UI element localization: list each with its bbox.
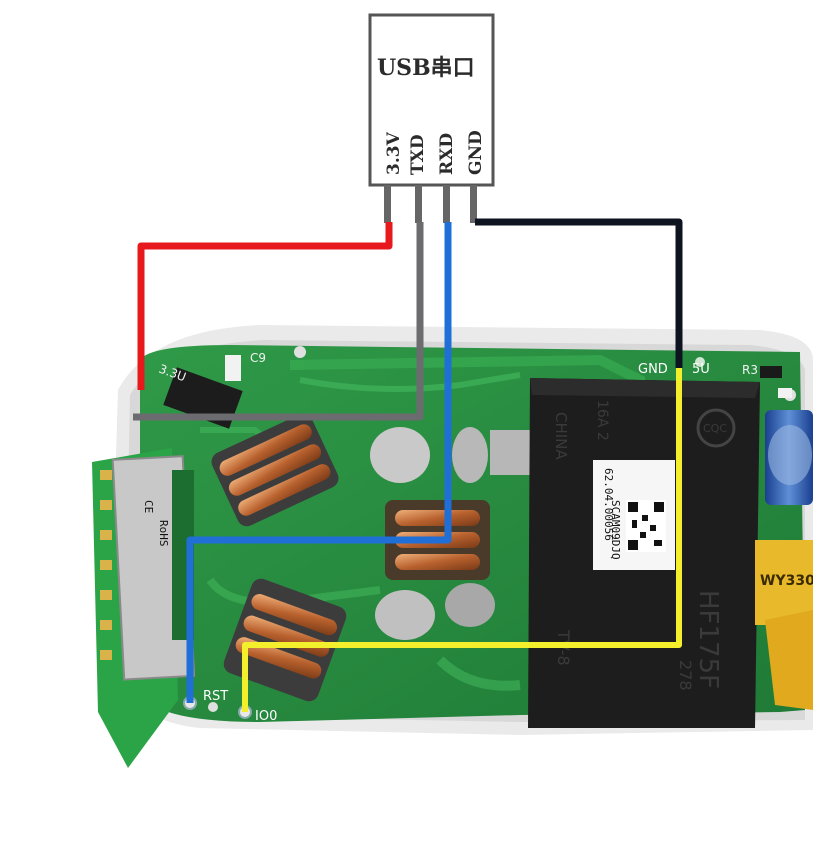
watermark-text: bbs.mus65.com	[626, 836, 785, 857]
relay-label-sticker: 62.04.00056 SCAM09DJQ	[593, 460, 675, 570]
c9-silk-label: C9	[250, 351, 266, 365]
usb-serial-module: USB串口 3.3V TXD RXD GND	[368, 13, 495, 223]
film-capacitor: WY330	[755, 540, 813, 710]
relay-label-bottom: SCAM09DJQ	[609, 500, 622, 560]
header-pin-txd	[415, 185, 422, 223]
module-castellated-pads	[100, 470, 112, 660]
relay-cqc-logo	[696, 408, 736, 448]
gnd-silk-label: GND	[638, 362, 668, 377]
wire-3v3	[137, 222, 393, 390]
wire-txd	[133, 222, 424, 421]
wire-gnd	[475, 218, 683, 368]
relay-brand: CQC	[703, 422, 727, 435]
relay-rating: 16A 2	[594, 400, 610, 441]
inductor-top	[211, 413, 339, 527]
pin-label-txd: TXD	[408, 134, 428, 175]
pin-label-3v3: 3.3V	[384, 131, 404, 175]
wire-rxd	[186, 222, 452, 703]
qr-code-icon	[626, 500, 666, 552]
film-capacitor-text: WY330	[760, 573, 813, 589]
r3-silk-label: R3	[742, 363, 758, 377]
relay-label-top: 62.04.00056	[602, 468, 615, 541]
module-ce-mark: CE	[142, 500, 155, 513]
relay-ul-number: 278	[676, 660, 695, 691]
usb-serial-title: USB串口	[377, 55, 475, 81]
pin-label-rxd: RXD	[437, 133, 457, 175]
module-rohs-mark: RoHS	[157, 520, 170, 547]
header-pin-3v3	[384, 185, 391, 223]
relay: CQC CHINA 16A 2 HF175F TV-8 278 62.04.00…	[528, 378, 760, 728]
header-pin-gnd	[470, 185, 477, 223]
electrolytic-capacitor	[765, 410, 813, 505]
relay-origin: CHINA	[552, 412, 570, 460]
rst-silk-label: RST	[203, 689, 228, 704]
io0-silk-label: IO0	[255, 709, 277, 724]
bottom-test-pads: RST IO0	[183, 689, 277, 724]
wifi-module: RoHS CE	[92, 448, 196, 768]
wires	[133, 218, 683, 712]
pin-label-gnd: GND	[466, 130, 486, 175]
header-pin-rxd	[443, 185, 450, 223]
relay-model: HF175F	[693, 590, 723, 689]
5v-silk-label: 5U	[692, 362, 710, 377]
solder-pads	[370, 427, 540, 640]
wire-gnd-yellow	[242, 368, 682, 712]
right-silk-labels: GND 5U R3	[638, 362, 792, 398]
